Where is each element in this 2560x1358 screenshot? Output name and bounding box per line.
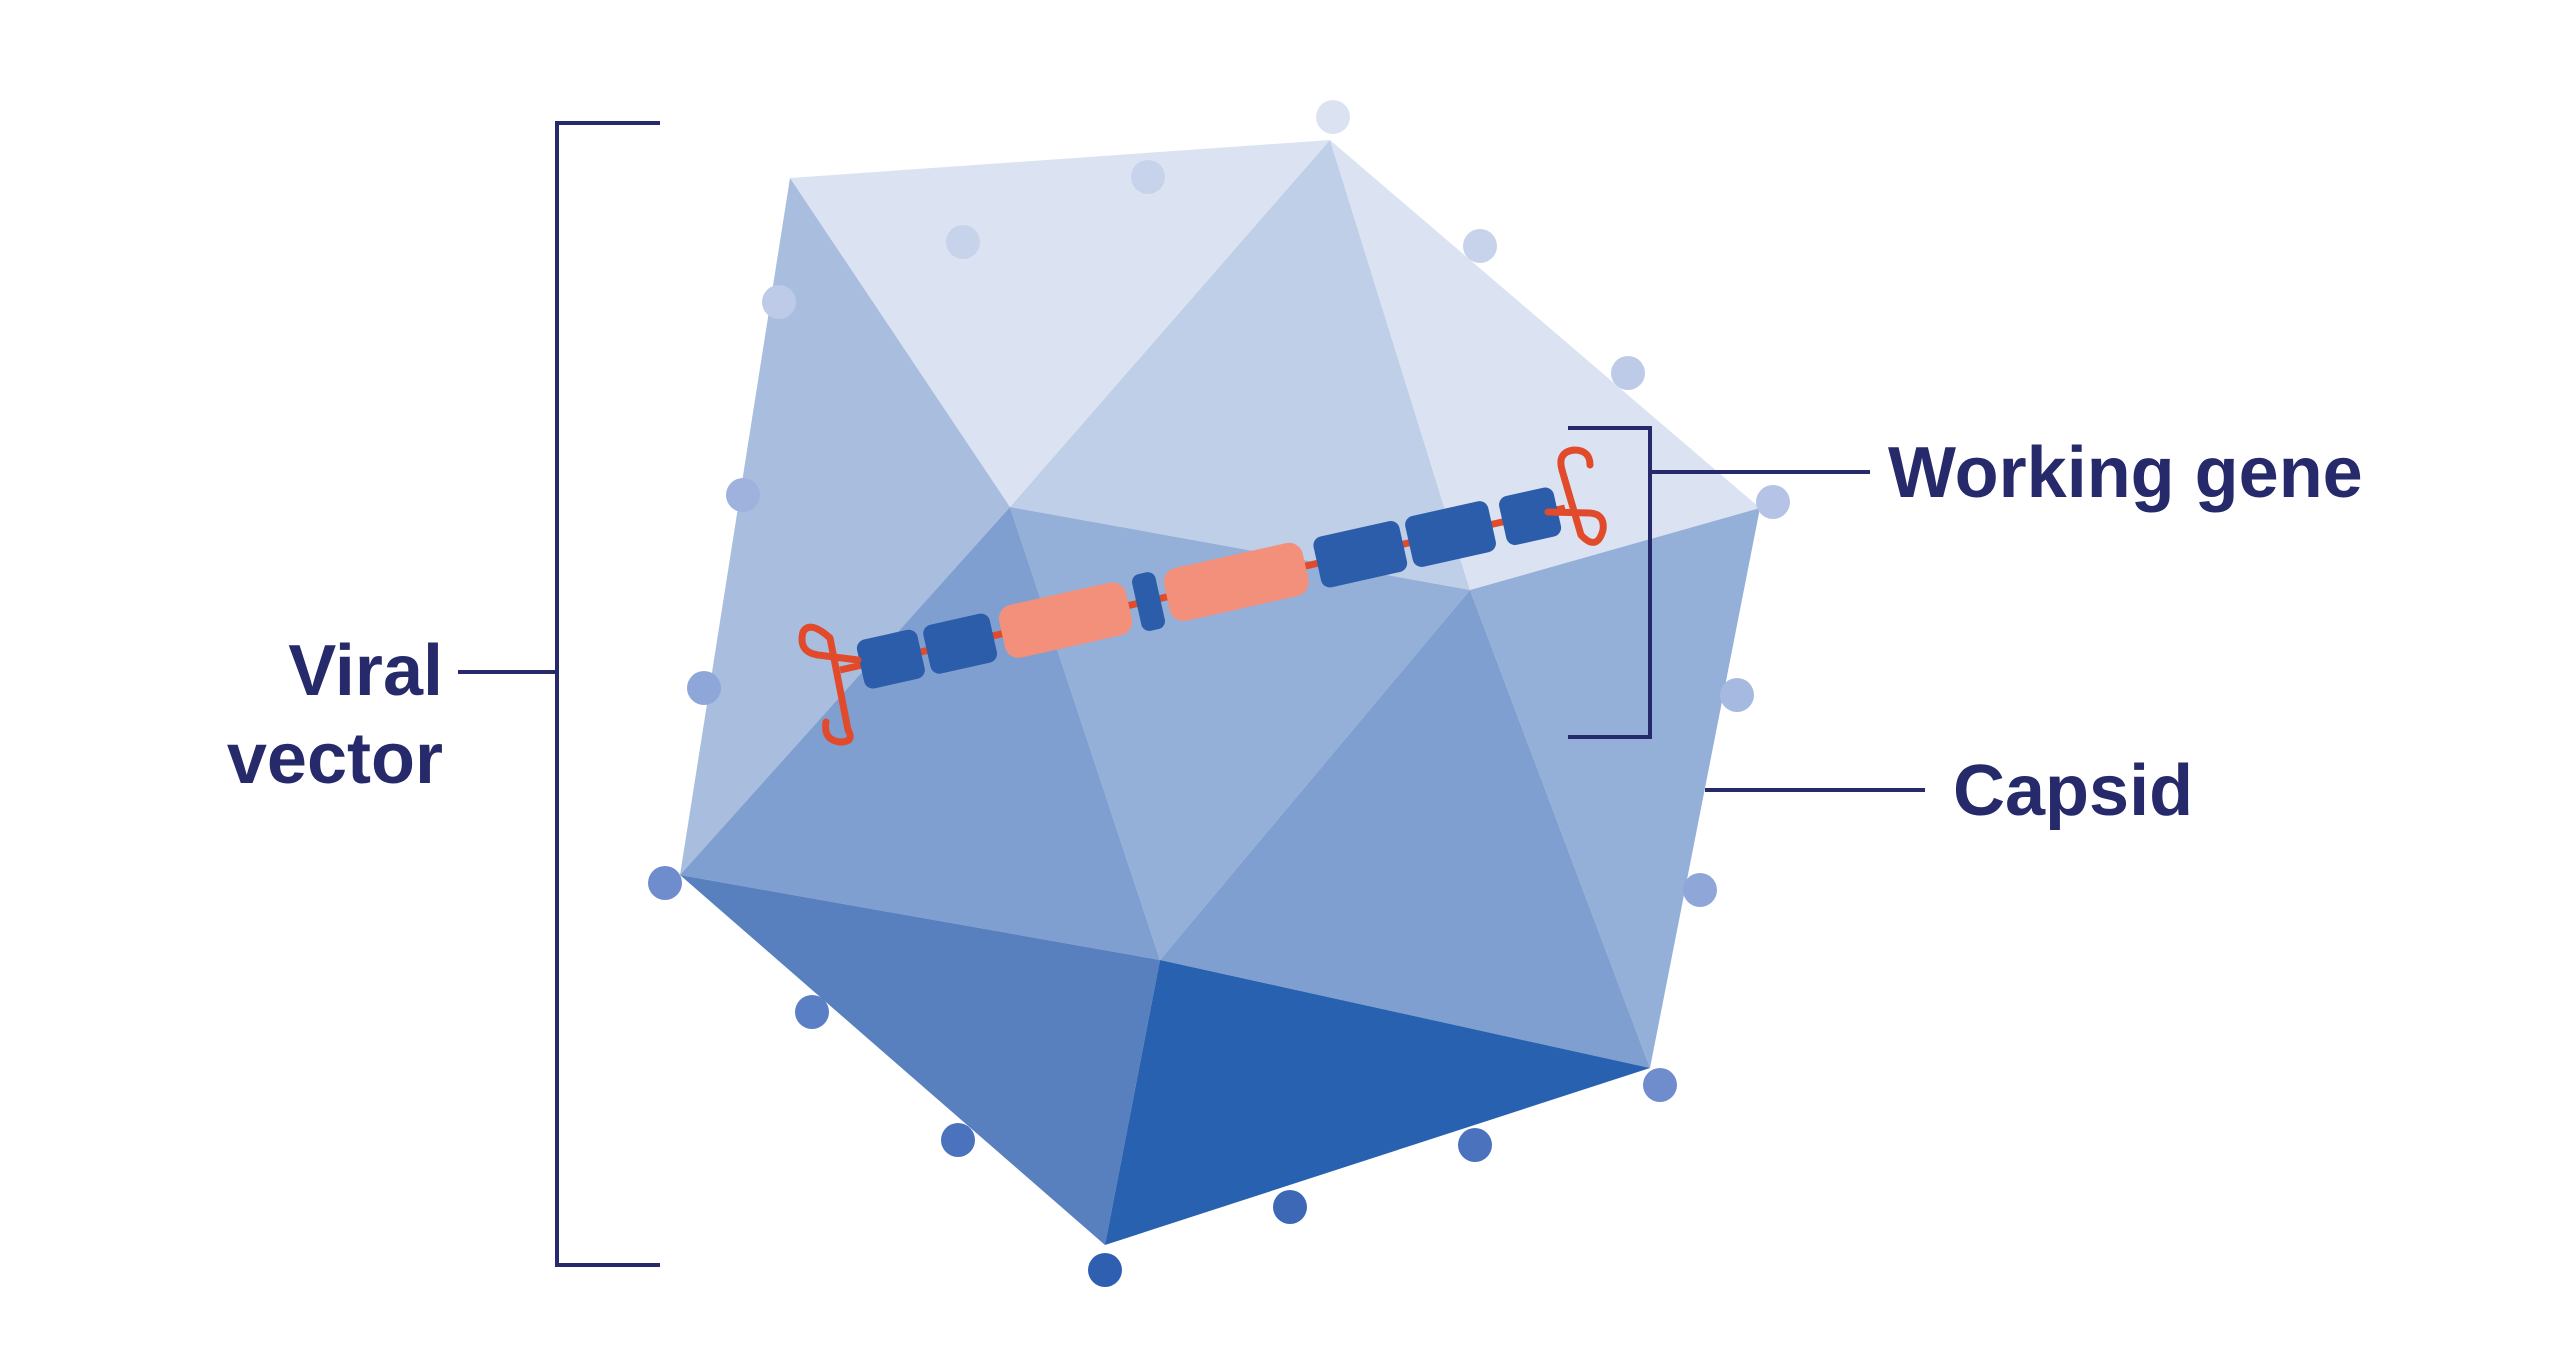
working-gene-bracket xyxy=(1568,426,1870,739)
gene-block-blue xyxy=(1405,501,1496,567)
gene-block-blue xyxy=(1313,520,1408,588)
gene-hairpin-left xyxy=(798,623,862,746)
working-gene-strand xyxy=(798,446,1607,746)
gene-block-blue xyxy=(1499,487,1562,546)
capsid-protein-dot xyxy=(1643,1068,1677,1102)
capsid-label: Capsid xyxy=(1953,751,2193,831)
capsid-face xyxy=(1330,140,1760,590)
capsid-protein-dot xyxy=(726,478,760,512)
capsid-protein-dot xyxy=(1131,160,1165,194)
capsid-proteins xyxy=(648,100,1790,1287)
working-gene-label: Working gene xyxy=(1888,433,2363,513)
capsid-protein-dot xyxy=(1683,873,1717,907)
capsid-protein-dot xyxy=(1756,485,1790,519)
capsid-protein-dot xyxy=(1611,356,1645,390)
capsid-protein-dot xyxy=(1088,1253,1122,1287)
capsid-face xyxy=(680,875,1160,1245)
capsid-face xyxy=(1160,590,1650,1068)
gene-block-blue xyxy=(923,613,998,674)
capsid-protein-dot xyxy=(946,225,980,259)
capsid-protein-dot xyxy=(1720,678,1754,712)
gene-block-blue-narrow xyxy=(1132,572,1165,631)
capsid-protein-dot xyxy=(1273,1190,1307,1224)
gene-block-blue xyxy=(856,629,925,689)
viral-vector-label-line1: Viral xyxy=(288,631,443,711)
capsid-face xyxy=(1105,960,1650,1245)
gene-hairpin-right xyxy=(1544,446,1607,546)
capsid-protein-dot xyxy=(941,1123,975,1157)
capsid-face xyxy=(1470,508,1760,1068)
viral-vector-label-line2: vector xyxy=(227,719,443,799)
capsid-protein-dot xyxy=(1458,1128,1492,1162)
capsid-protein-dot xyxy=(648,866,682,900)
capsid-face xyxy=(680,178,1010,875)
capsid-face xyxy=(1010,140,1470,590)
gene-block-salmon xyxy=(1163,542,1309,622)
capsid-protein-dot xyxy=(1463,229,1497,263)
capsid-protein-dot xyxy=(1316,100,1350,134)
capsid-protein-dot xyxy=(687,671,721,705)
capsid-face xyxy=(790,140,1330,507)
viral-vector-bracket xyxy=(458,121,660,1267)
capsid-protein-dot xyxy=(795,995,829,1029)
gene-block-salmon xyxy=(998,582,1133,658)
capsid-protein-dot xyxy=(762,285,796,319)
